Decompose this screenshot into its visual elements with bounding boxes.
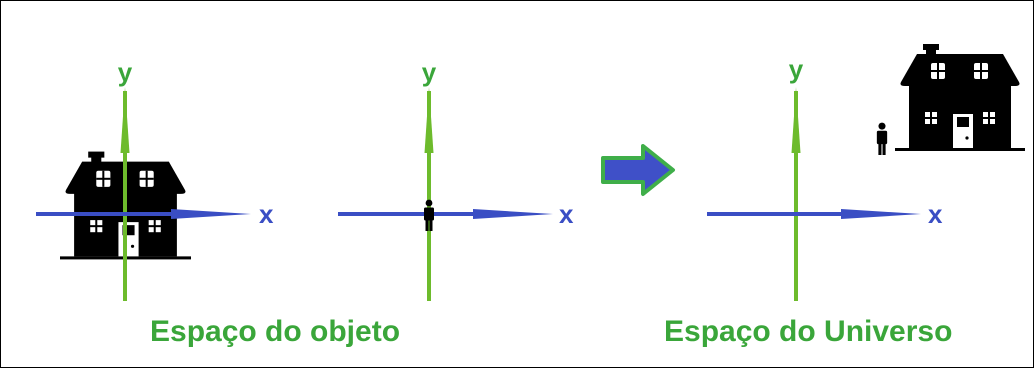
y-axis-label: y — [118, 57, 133, 87]
y-axis — [120, 87, 130, 301]
right-arrow-icon — [601, 144, 675, 196]
x-axis-label: x — [559, 199, 574, 229]
house-icon — [895, 44, 1025, 151]
universe-space-caption: Espaço do Universo — [664, 315, 953, 348]
x-axis — [36, 209, 251, 219]
x-axis-label: x — [928, 199, 943, 229]
object-house-panel: y x — [36, 57, 274, 301]
universe-panel: y x — [707, 44, 1025, 301]
object-person-panel: y x — [338, 57, 574, 301]
y-axis — [791, 87, 801, 301]
x-axis — [707, 209, 921, 219]
y-axis-label: y — [789, 54, 804, 84]
person-icon — [876, 122, 888, 155]
y-axis — [424, 87, 434, 301]
x-axis — [338, 209, 553, 219]
object-space-caption: Espaço do objeto — [150, 315, 401, 348]
y-axis-label: y — [422, 57, 437, 87]
x-axis-label: x — [259, 199, 274, 229]
